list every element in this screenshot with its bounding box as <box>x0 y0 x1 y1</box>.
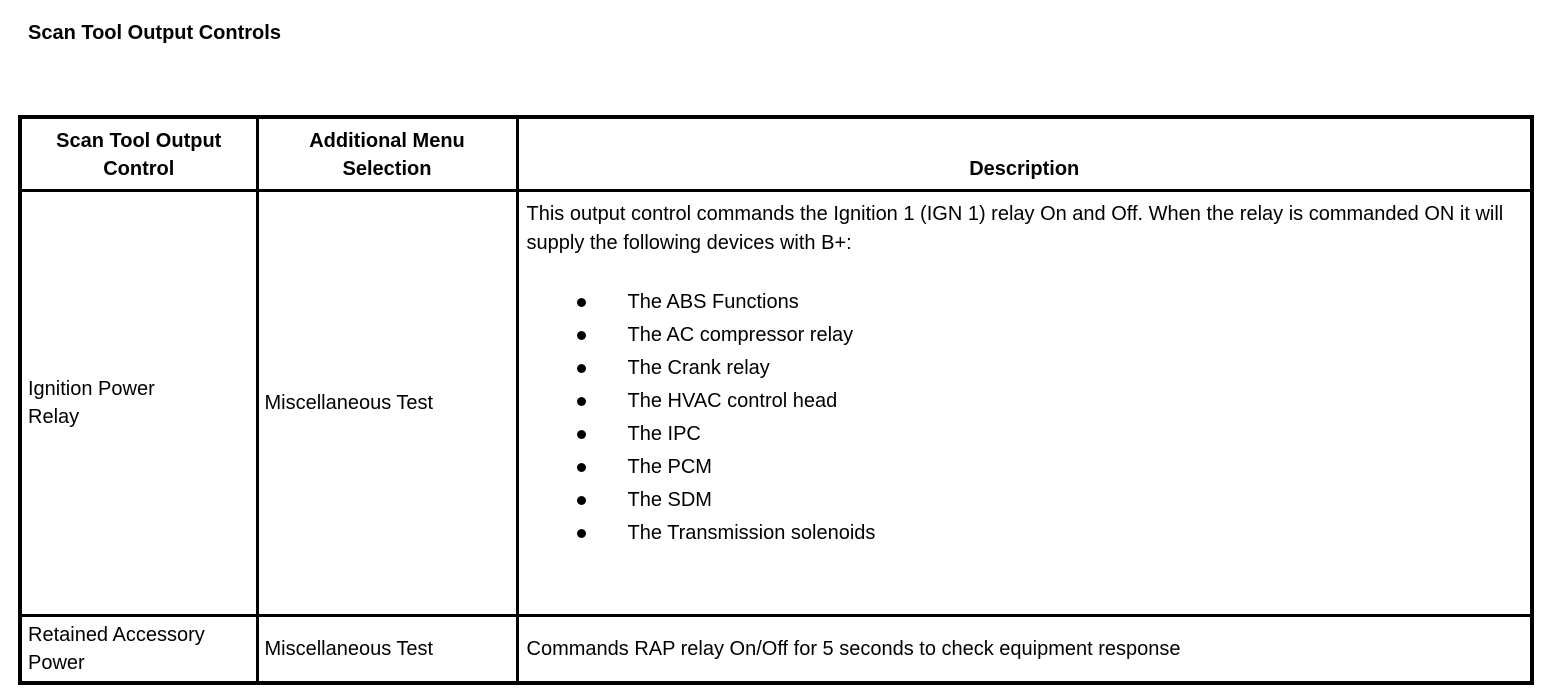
list-item: The ABS Functions <box>527 286 1523 319</box>
list-item-label: The PCM <box>627 456 712 478</box>
bullet-icon <box>576 298 586 307</box>
table-row: Retained Accessory Power Miscellaneous T… <box>18 614 1534 685</box>
list-item: The SDM <box>527 484 1523 517</box>
list-item: The Crank relay <box>527 352 1523 385</box>
bullet-icon <box>576 496 586 505</box>
bullet-icon <box>576 364 586 373</box>
menu-selection-cell: Miscellaneous Test <box>255 189 519 617</box>
bullet-icon <box>576 397 586 406</box>
page-title: Scan Tool Output Controls <box>28 22 281 44</box>
control-cell: Retained Accessory Power <box>18 614 259 685</box>
description-cell: Commands RAP relay On/Off for 5 seconds … <box>515 614 1534 685</box>
list-item: The HVAC control head <box>527 385 1523 418</box>
menu-selection-cell: Miscellaneous Test <box>255 614 519 685</box>
list-item: The IPC <box>527 418 1523 451</box>
table-row: Ignition Power Relay Miscellaneous Test … <box>18 189 1534 617</box>
list-item-label: The Transmission solenoids <box>627 522 876 544</box>
bullet-icon <box>576 529 586 538</box>
list-item-label: The AC compressor relay <box>627 324 854 346</box>
bullet-icon <box>576 463 586 472</box>
list-item: The PCM <box>527 451 1523 484</box>
list-item: The AC compressor relay <box>527 319 1523 352</box>
description-cell: This output control commands the Ignitio… <box>515 189 1534 617</box>
list-item-label: The Crank relay <box>627 357 770 379</box>
scan-tool-output-controls-table: Scan Tool Output Control Additional Menu… <box>18 115 1534 685</box>
table-header-row: Scan Tool Output Control Additional Menu… <box>18 115 1534 192</box>
description-intro: This output control commands the Ignitio… <box>526 203 1504 254</box>
list-item-label: The HVAC control head <box>627 390 838 412</box>
bullet-icon <box>576 331 586 340</box>
column-header-scan-tool-output-control: Scan Tool Output Control <box>18 115 259 192</box>
column-header-additional-menu-selection: Additional Menu Selection <box>255 115 519 192</box>
list-item: The Transmission solenoids <box>527 517 1523 550</box>
list-item-label: The IPC <box>627 423 701 445</box>
control-cell: Ignition Power Relay <box>18 189 259 617</box>
list-item-label: The SDM <box>627 489 712 511</box>
column-header-description: Description <box>515 115 1534 192</box>
list-item-label: The ABS Functions <box>627 291 799 313</box>
bullet-icon <box>576 430 586 439</box>
device-bullet-list: The ABS Functions The AC compressor rela… <box>527 286 1523 550</box>
